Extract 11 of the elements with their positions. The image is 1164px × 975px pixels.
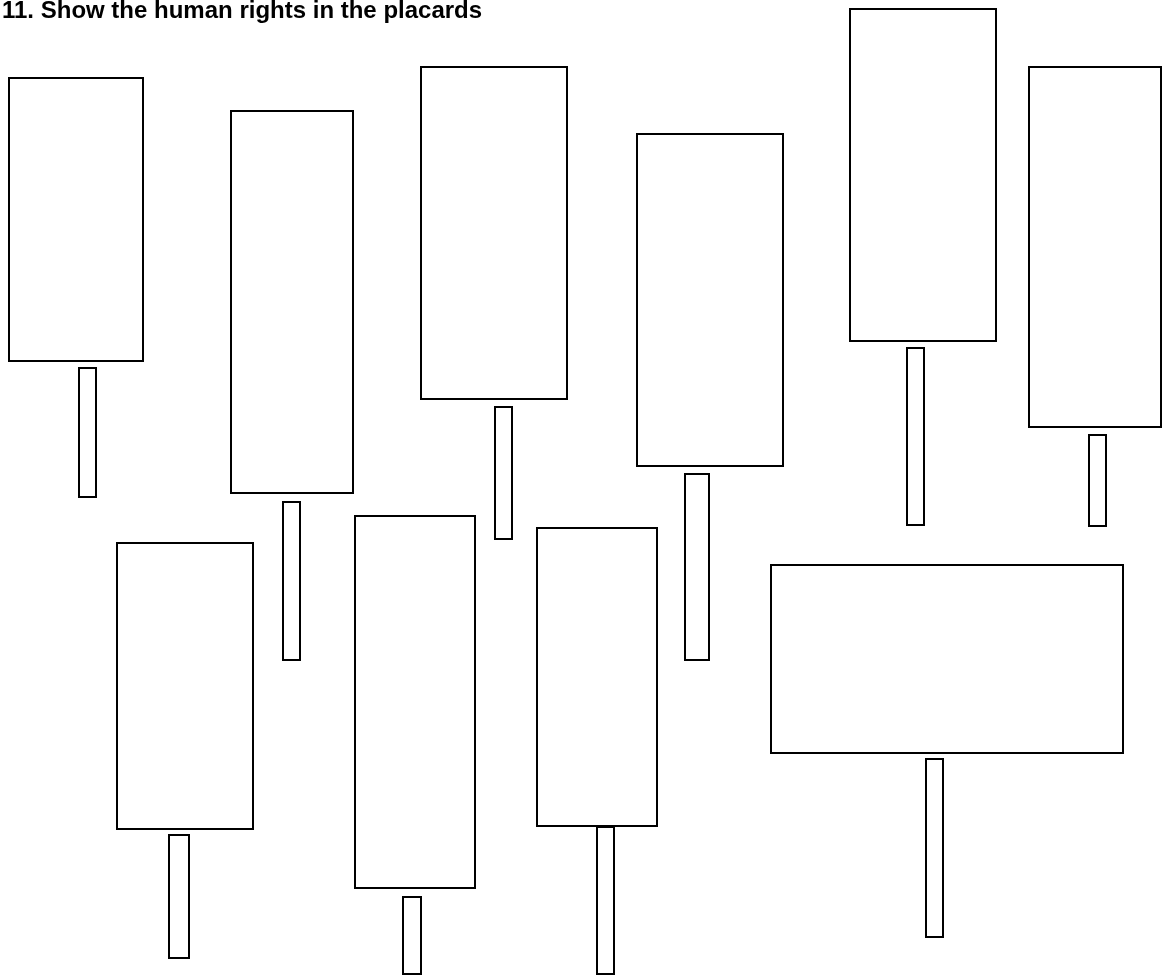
placard-drawing	[420, 66, 568, 540]
placard-drawing	[354, 515, 476, 975]
placard-drawing	[1028, 66, 1162, 527]
placard-drawing	[849, 8, 997, 526]
placard-drawing	[770, 564, 1124, 938]
placard-drawing	[636, 133, 784, 661]
placard-drawing	[536, 527, 658, 975]
title: 11. Show the human rights in the placards	[2, 0, 483, 24]
placard-drawing	[230, 110, 354, 661]
placard-drawing	[8, 77, 144, 498]
placard-drawing	[116, 542, 254, 959]
